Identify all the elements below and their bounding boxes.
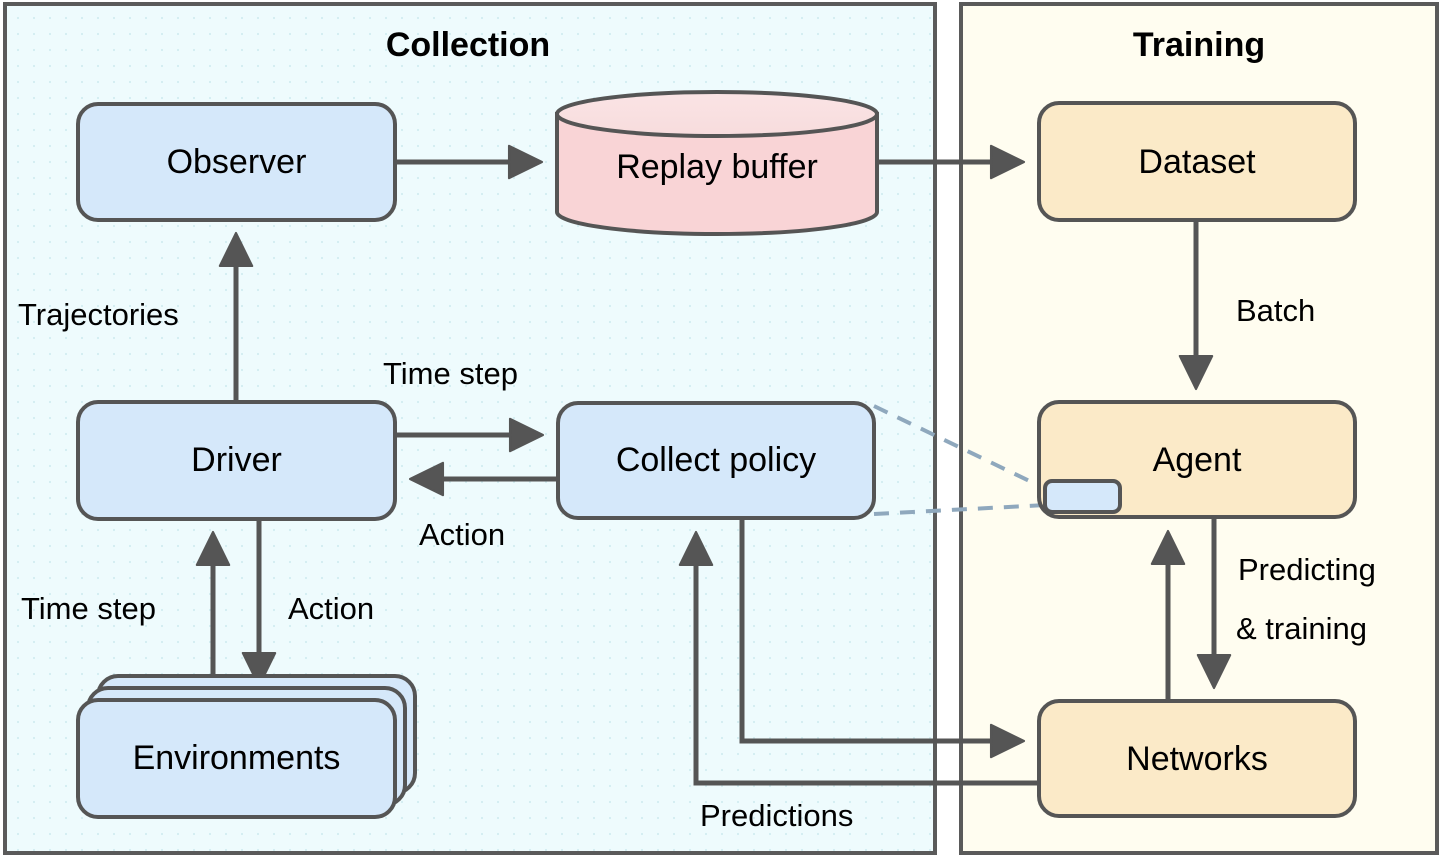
edge-layer xyxy=(195,144,1232,786)
node-replay-buffer[interactable] xyxy=(555,90,879,236)
edge-layer-dashed xyxy=(873,404,1047,516)
edge-networks-to-collect-policy xyxy=(678,530,1039,786)
node-environments[interactable] xyxy=(76,674,417,819)
node-label-observer: Observer xyxy=(166,143,307,181)
node-label-agent: Agent xyxy=(1152,441,1242,479)
edge-collect-policy-to-chip-top xyxy=(873,404,1047,491)
edge-label-time-step-policy: Time step xyxy=(383,356,518,391)
edge-collect-policy-to-networks xyxy=(739,518,1026,759)
edge-label-time-step-environment: Time step xyxy=(21,591,156,626)
edge-label-trajectories: Trajectories xyxy=(18,297,179,332)
edge-label-action-environment: Action xyxy=(288,591,375,626)
node-observer[interactable] xyxy=(76,102,397,222)
panel-title-training: Training xyxy=(1132,26,1266,64)
node-networks[interactable] xyxy=(1037,699,1357,818)
node-driver[interactable] xyxy=(76,400,397,521)
node-label-networks: Networks xyxy=(1126,740,1268,778)
edge-label-batch: Batch xyxy=(1236,293,1316,328)
node-label-environments: Environments xyxy=(132,739,341,777)
edge-label-training: & training xyxy=(1236,611,1367,646)
node-label-dataset: Dataset xyxy=(1138,143,1256,181)
node-label-replay-buffer: Replay buffer xyxy=(616,148,818,186)
edge-collect-policy-to-chip-bottom xyxy=(873,503,1047,516)
edge-label-predicting: Predicting xyxy=(1238,552,1376,587)
node-collect-policy[interactable] xyxy=(556,401,876,520)
edge-label-action-policy: Action xyxy=(419,517,506,552)
node-policy-chip[interactable] xyxy=(1043,479,1122,514)
edge-label-predictions: Predictions xyxy=(700,798,854,833)
node-dataset[interactable] xyxy=(1037,101,1357,222)
panel-title-collection: Collection xyxy=(385,26,551,64)
node-label-driver: Driver xyxy=(191,441,282,479)
node-label-collect-policy: Collect policy xyxy=(615,441,817,479)
